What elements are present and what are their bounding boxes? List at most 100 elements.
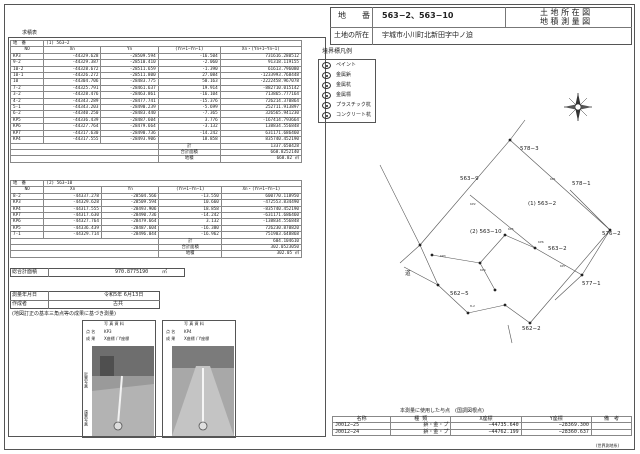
photo-side-label-near: 近景写真: [84, 372, 89, 388]
column-header: Xn: [43, 186, 102, 194]
table-cell: KP7: [9, 129, 45, 138]
north-arrow-icon: [564, 93, 592, 121]
table-row: KP7-44317.630-28490.736-14.242-631171.68…: [9, 211, 303, 220]
table-cell: 138834.556848: [219, 123, 303, 131]
table-cell: -16.962: [158, 231, 222, 239]
table-cell: KP5: [9, 224, 45, 233]
parcel-label: 道: [405, 269, 411, 277]
photo-panel-1: [82, 320, 156, 438]
table-cell: -28490.736: [100, 129, 159, 138]
location-value: 宇城市小川町北新田字中ノ迫: [382, 31, 473, 39]
table-cell: −44762.199: [450, 428, 522, 437]
doc-title-2: 地 積 測 量 図: [540, 17, 591, 26]
table-cell: [590, 428, 633, 437]
boundary-marker-icon: [322, 92, 331, 99]
table-cell: -28511.659: [100, 65, 159, 74]
title-block: [330, 7, 632, 45]
photo1-title: 写 真 資 料: [104, 321, 124, 326]
table-cell: -835740.452190: [220, 205, 303, 214]
table-header-row: 地 番 (1) 563−2: [9, 39, 302, 48]
table-cell: -44337.278: [43, 192, 102, 201]
table-cell: 7-1: [9, 231, 45, 239]
svg-text:KP3: KP3: [440, 254, 446, 258]
survey-date-label: 測量年月日: [12, 292, 38, 298]
parcel-label: 576−2: [602, 231, 621, 237]
table-cell: KP4: [9, 205, 45, 214]
table-cell: -44327.764: [43, 218, 102, 226]
svg-text:8-2: 8-2: [470, 304, 475, 308]
surveyor-label: 作成者: [12, 301, 28, 307]
column-header: (Yn+1−Yn−1): [158, 186, 222, 194]
table-cell: -28483.440: [100, 110, 159, 118]
table-cell: 8-2: [9, 192, 45, 201]
site-photo-2-image: [172, 346, 234, 436]
table-cell: 18.858: [158, 205, 222, 214]
legend-title: 境界標凡例: [322, 48, 353, 55]
table-cell: 3.132: [158, 218, 222, 226]
site-photo-2: [172, 346, 234, 436]
legend-item-label: コンクリート杭: [336, 112, 372, 118]
table-cell: KP6: [9, 123, 45, 131]
photo-panel-2: [162, 320, 236, 438]
table-cell: −28360.637: [520, 428, 592, 437]
svg-text:KP7: KP7: [560, 264, 566, 268]
table-cell: -44329.714: [43, 231, 102, 239]
column-header: 名称: [331, 415, 392, 424]
column-header: Xn・(Yn+1−Yn−1): [219, 46, 303, 54]
table-header-row: 地 番 (2) 563−10: [9, 179, 302, 188]
photo2-title: 写 真 資 料: [184, 321, 204, 326]
doc-title-1: 土 地 所 在 図: [540, 8, 591, 17]
svg-text:KP4: KP4: [480, 268, 486, 272]
calc-area-frame: [8, 37, 326, 437]
table-cell: -28463.861: [100, 91, 159, 99]
outer-frame: [4, 4, 635, 450]
chiban-value: 563−2、563−10: [382, 11, 454, 20]
total-area-unit: ㎡: [162, 269, 168, 275]
column-header: Y座標: [520, 415, 592, 424]
photo-caption: (地図訂正の基本三角点等の成果に基づき測量): [12, 311, 116, 317]
table-cell: -2222458.967078: [219, 78, 303, 86]
parcel-label: 563−2: [548, 246, 567, 252]
table-cell: 600770.118950: [220, 192, 303, 201]
table-cell: -28483.775: [100, 78, 159, 86]
table-cell: KP4: [9, 136, 45, 144]
table-cell: 731616.280512: [219, 52, 303, 61]
footer-note: (世界測地系): [596, 443, 620, 448]
footer-title: 本測量に使用した与点 (国調図根点): [400, 408, 484, 414]
site-photo-1: [92, 346, 154, 436]
parcel-label: 578−1: [572, 181, 591, 187]
table-cell: -631171.686460: [220, 211, 303, 220]
column-header: X座標: [450, 415, 522, 424]
parcel-label: 562−5: [450, 291, 469, 297]
table-cell: -138834.556848: [220, 218, 303, 226]
legend-box: [318, 59, 376, 123]
svg-text:KP6: KP6: [538, 240, 544, 244]
parcel-label: (2) 563−10: [470, 229, 502, 235]
column-header: NO: [9, 186, 45, 194]
parcel-label: 577−1: [582, 281, 601, 287]
table-cell: -28510.410: [100, 59, 159, 67]
boundary-marker-icon: [322, 62, 331, 69]
table-cell: J0012−24: [331, 428, 392, 437]
boundary-points: [418, 138, 612, 325]
table-cell: 835740.452190: [219, 136, 303, 144]
legend-item-label: ペイント: [336, 62, 357, 68]
total-area-label: 総合計面積: [12, 269, 38, 275]
table-cell: 751903.648868: [220, 231, 303, 239]
